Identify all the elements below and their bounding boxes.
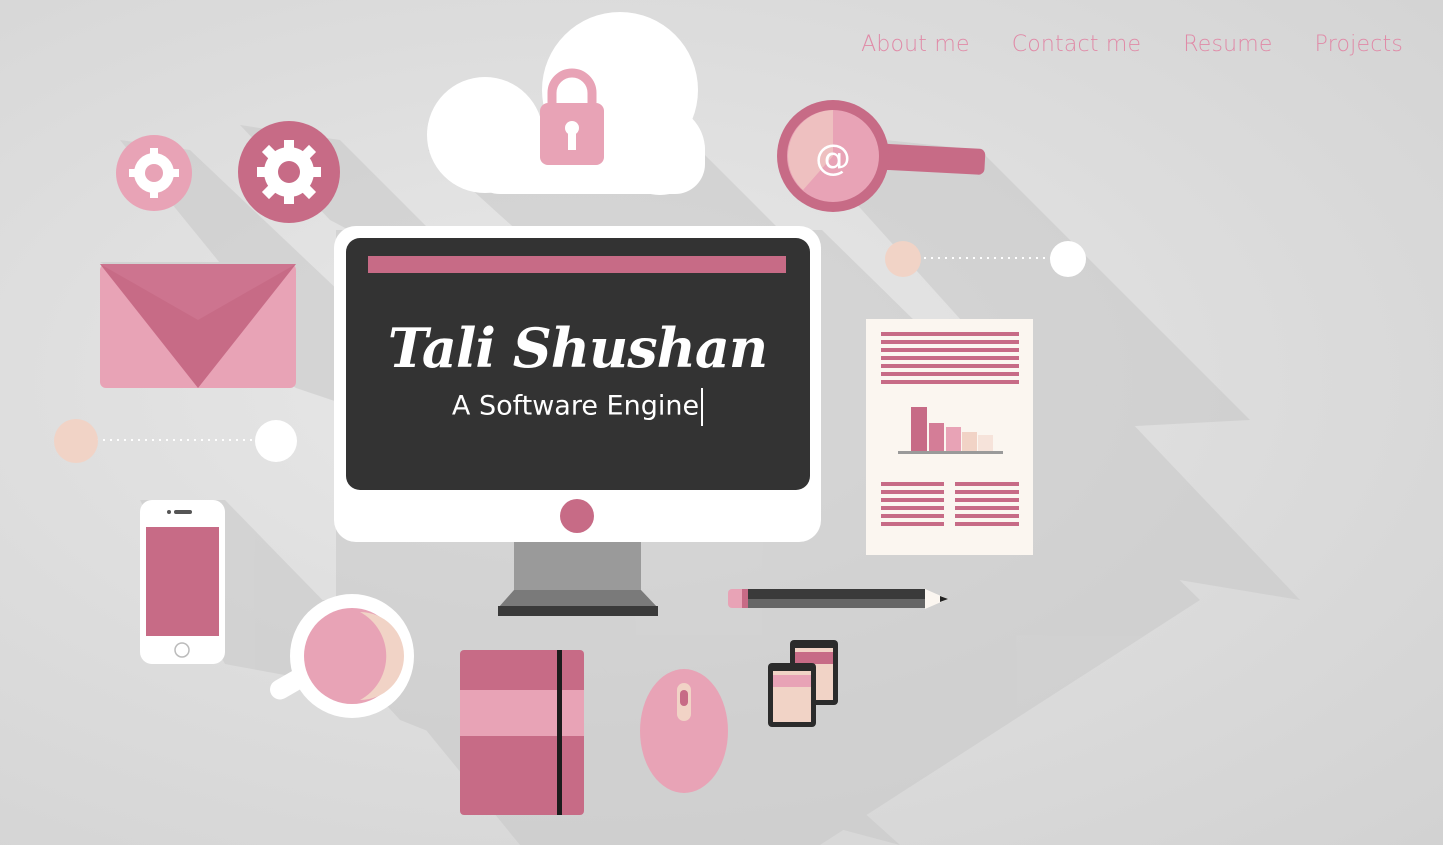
- nav-about-me[interactable]: About me: [861, 32, 970, 57]
- notebook-icon: [460, 650, 584, 815]
- pencil-icon: [728, 589, 948, 609]
- monitor-icon: [334, 226, 821, 616]
- sd-cards-icon: [768, 640, 838, 727]
- mouse-icon: [640, 669, 728, 793]
- cloud-lock-icon: [427, 12, 705, 195]
- hero-subtitle: A Software Engine: [451, 390, 700, 422]
- hero-name: Tali Shushan: [387, 316, 768, 380]
- svg-text:@: @: [815, 138, 851, 179]
- connector-dots: [54, 241, 1086, 463]
- nav-contact-me[interactable]: Contact me: [1011, 32, 1142, 57]
- gear-icon: [238, 121, 340, 223]
- main-nav: About me Contact me Resume Projects: [861, 32, 1403, 57]
- document-chart-icon: [866, 319, 1033, 555]
- envelope-icon: [100, 264, 296, 388]
- magnifier-at-icon: @: [777, 100, 986, 212]
- nav-resume[interactable]: Resume: [1183, 32, 1273, 57]
- hero-subtitle-wrap: A Software Engine: [345, 388, 810, 426]
- nav-projects[interactable]: Projects: [1314, 32, 1403, 57]
- gear-icon: [116, 135, 192, 211]
- phone-icon: [140, 500, 225, 664]
- typing-cursor: [701, 388, 704, 426]
- mug-icon: [270, 594, 414, 718]
